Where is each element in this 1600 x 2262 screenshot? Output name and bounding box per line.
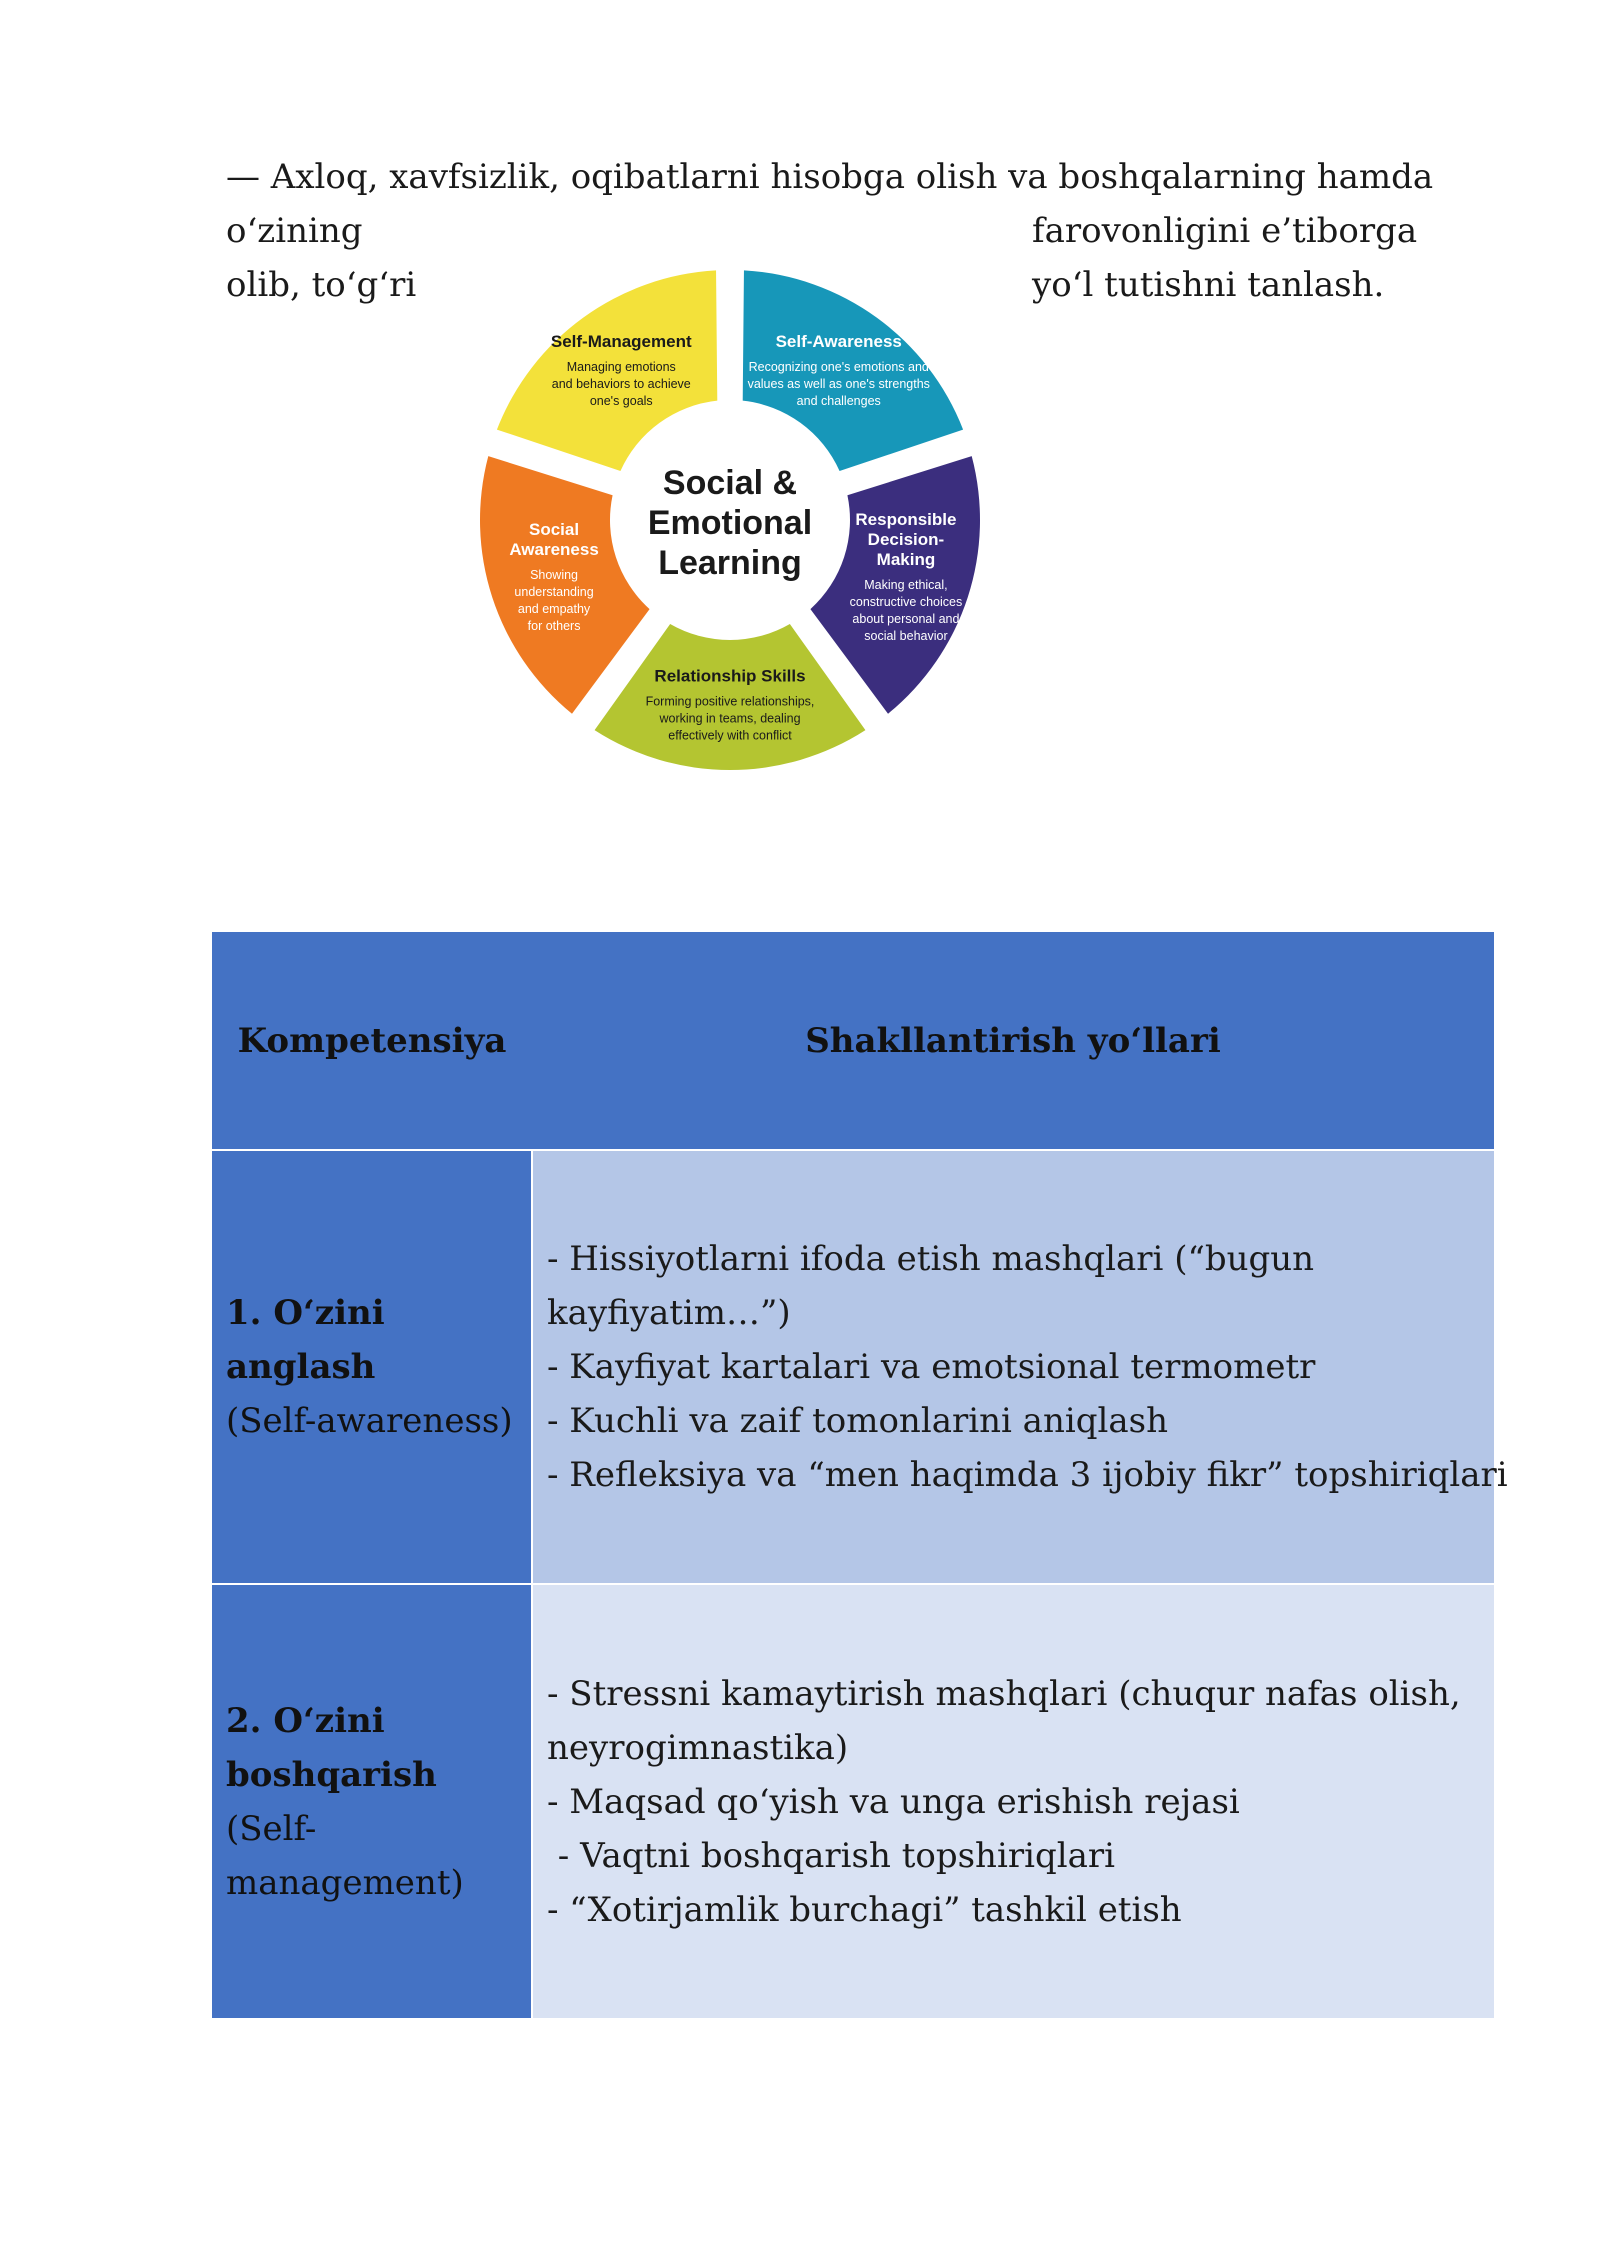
- intro-line-1: — Axloq, xavfsizlik, oqibatlarni hisobga…: [226, 157, 1434, 197]
- list-item: - Stressni kamaytirish mashqlari (chuqur…: [547, 1673, 1461, 1768]
- segment-description: effectively with conflict: [668, 729, 792, 743]
- competency-table: Kompetensiya Shakllantirish yo‘llari 1. …: [212, 932, 1508, 2018]
- segment-title: Awareness: [509, 540, 598, 559]
- list-item: - Refleksiya va “men haqimda 3 ijobiy fi…: [547, 1455, 1508, 1495]
- table-row: 1. O‘zini anglash (Self-awareness) - His…: [212, 1150, 1508, 1585]
- list-item: - Maqsad qo‘yish va unga erishish rejasi: [547, 1781, 1240, 1822]
- intro-line-3-right: yo‘l tutishni tanlash.: [1032, 265, 1385, 305]
- segment-title: Self-Management: [551, 332, 692, 351]
- wheel-segment-responsible-decision-making: [810, 456, 980, 714]
- segment-description: and empathy: [518, 602, 591, 616]
- competency-title: 1. O‘zini anglash: [226, 1293, 385, 1387]
- table-row: 2. O‘zini boshqarish (Self-management) -…: [212, 1584, 1494, 2018]
- methods-cell: - Hissiyotlarni ifoda etish mashqlari (“…: [532, 1150, 1508, 1585]
- list-item: - Kayfiyat kartalari va emotsional termo…: [547, 1347, 1316, 1387]
- list-item: - “Xotirjamlik burchagi” tashkil etish: [547, 1889, 1182, 1930]
- competency-title: 2. O‘zini boshqarish: [226, 1700, 437, 1795]
- intro-line-3-left: olib, to‘g‘ri: [226, 265, 417, 305]
- segment-description: Making ethical,: [864, 578, 947, 592]
- table-header-row: Kompetensiya Shakllantirish yo‘llari: [212, 932, 1494, 1150]
- intro-line-2-left: o‘zining: [226, 211, 363, 251]
- segment-description: about personal and: [852, 612, 959, 626]
- segment-description: understanding: [514, 585, 593, 599]
- segment-description: values as well as one's strengths: [748, 377, 930, 391]
- segment-description: Forming positive relationships,: [646, 695, 815, 709]
- segment-description: for others: [528, 619, 581, 633]
- segment-title: Self-Awareness: [776, 332, 902, 351]
- header-methods: Shakllantirish yo‘llari: [805, 1020, 1221, 1061]
- wheel-center-label: Social &: [663, 464, 797, 502]
- segment-title: Social: [529, 520, 579, 539]
- wheel-center-label: Learning: [658, 544, 802, 582]
- segment-description: and challenges: [797, 394, 881, 408]
- wheel-segment-self-management: [496, 270, 718, 472]
- wheel-center-label: Emotional: [648, 504, 812, 542]
- competency-subtitle: (Self-awareness): [226, 1401, 513, 1441]
- segment-title: Relationship Skills: [654, 667, 805, 686]
- segment-title: Making: [877, 550, 936, 569]
- wheel-segment-self-awareness: [742, 270, 964, 472]
- segment-description: constructive choices: [850, 595, 963, 609]
- segment-description: and behaviors to achieve: [552, 377, 691, 391]
- wheel-center: [618, 408, 842, 632]
- competency-cell: 2. O‘zini boshqarish (Self-management): [212, 1584, 533, 2018]
- segment-description: working in teams, dealing: [658, 712, 800, 726]
- wheel-segment-relationship-skills: [594, 624, 866, 770]
- list-item: - Vaqtni boshqarish topshiriqlari: [547, 1835, 1115, 1876]
- list-item: - Kuchli va zaif tomonlarini aniqlash: [547, 1401, 1168, 1441]
- segment-description: social behavior: [864, 629, 947, 643]
- list-item: - Hissiyotlarni ifoda etish mashqlari (“…: [547, 1239, 1315, 1333]
- segment-title: Decision-: [868, 530, 945, 549]
- intro-line-2-right: farovonligini e’tiborga: [1032, 211, 1418, 251]
- segment-title: Responsible: [855, 510, 956, 529]
- competency-cell: 1. O‘zini anglash (Self-awareness): [212, 1150, 533, 1585]
- competency-subtitle: (Self-management): [226, 1808, 464, 1903]
- header-competency: Kompetensiya: [237, 1020, 507, 1061]
- segment-description: Recognizing one's emotions and: [749, 360, 929, 374]
- methods-cell: - Stressni kamaytirish mashqlari (chuqur…: [532, 1584, 1494, 2018]
- segment-description: Showing: [530, 568, 578, 582]
- segment-description: one's goals: [590, 394, 653, 408]
- segment-description: Managing emotions: [567, 360, 676, 374]
- wheel-segment-social-awareness: [480, 456, 650, 714]
